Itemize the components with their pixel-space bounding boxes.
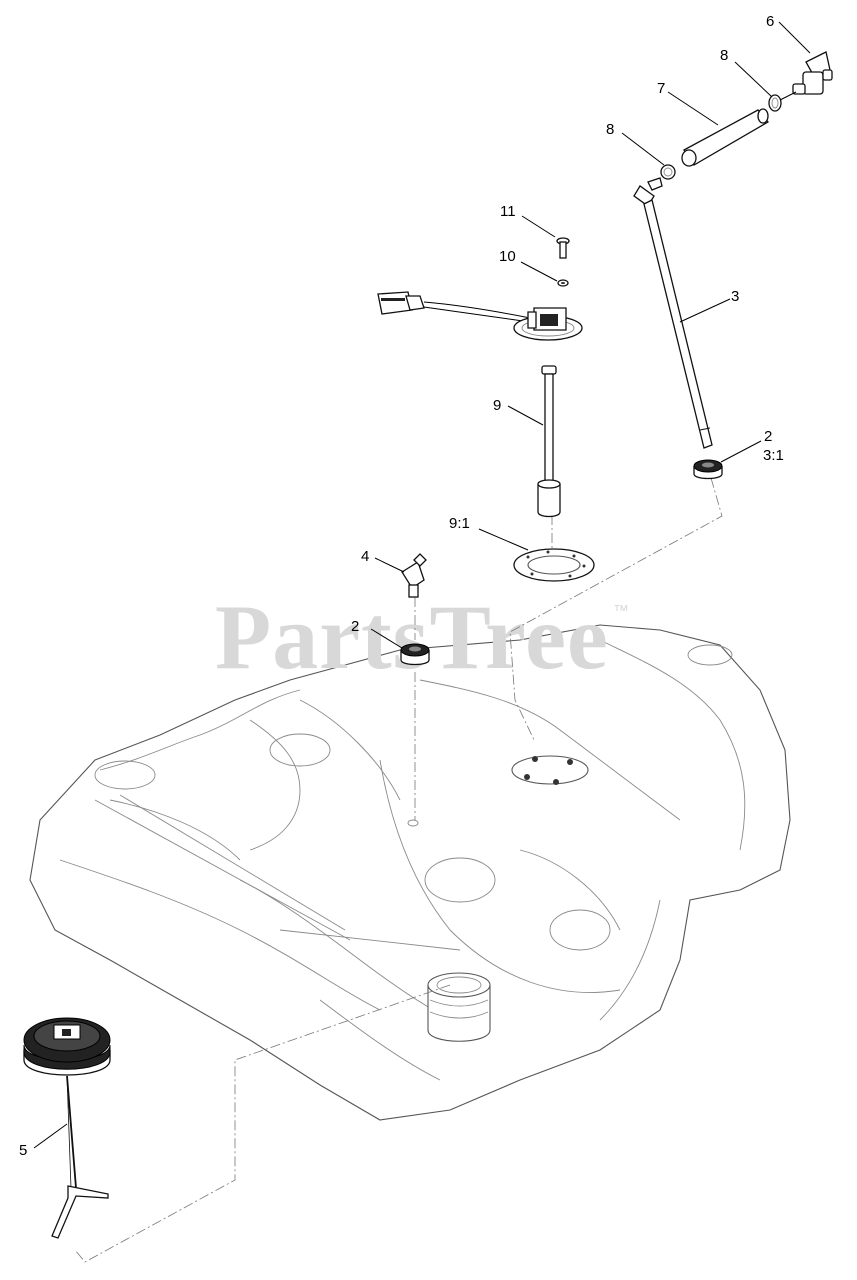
callout-2-upper: 2	[764, 428, 772, 445]
elbow-fitting	[401, 553, 427, 598]
callout-11: 11	[500, 203, 516, 220]
screw	[556, 237, 570, 259]
callout-8-lower: 8	[606, 121, 614, 138]
callout-3-1: 3:1	[763, 447, 784, 464]
callout-8-upper: 8	[720, 47, 728, 64]
callout-10: 10	[499, 248, 516, 265]
callout-7: 7	[657, 80, 665, 97]
fuel-cap	[23, 1017, 111, 1239]
callout-6: 6	[766, 13, 774, 30]
callout-9: 9	[493, 397, 501, 414]
trademark-symbol: ™	[613, 603, 629, 620]
sender-port	[511, 755, 589, 785]
filler-neck	[427, 972, 491, 1042]
washer	[557, 279, 569, 287]
hose-clamp-upper	[768, 94, 782, 112]
callout-labels: 6 8 7 8 11 10 3 9 2 3:1 9:1 4 2 5	[19, 13, 784, 1159]
assembly-lines	[74, 477, 723, 1263]
hose-clamp-lower	[660, 164, 676, 180]
callout-9-1: 9:1	[449, 515, 470, 532]
sender-gasket	[513, 548, 595, 582]
callout-3: 3	[731, 288, 739, 305]
callout-2-lower: 2	[351, 618, 359, 635]
watermark-text: PartsTree	[215, 586, 609, 688]
grommet-lower	[400, 643, 430, 666]
leader-lines	[33, 21, 811, 1149]
callout-4: 4	[361, 548, 369, 565]
shutoff-valve	[792, 51, 833, 95]
fuel-tank	[29, 624, 791, 1121]
pickup-tube	[633, 177, 713, 449]
callout-5: 5	[19, 1142, 27, 1159]
grommet-hole	[407, 819, 419, 827]
watermark: PartsTree ™	[215, 586, 629, 688]
grommet-upper	[693, 459, 723, 480]
fuel-hose	[681, 91, 797, 167]
fuel-sender	[377, 291, 583, 518]
